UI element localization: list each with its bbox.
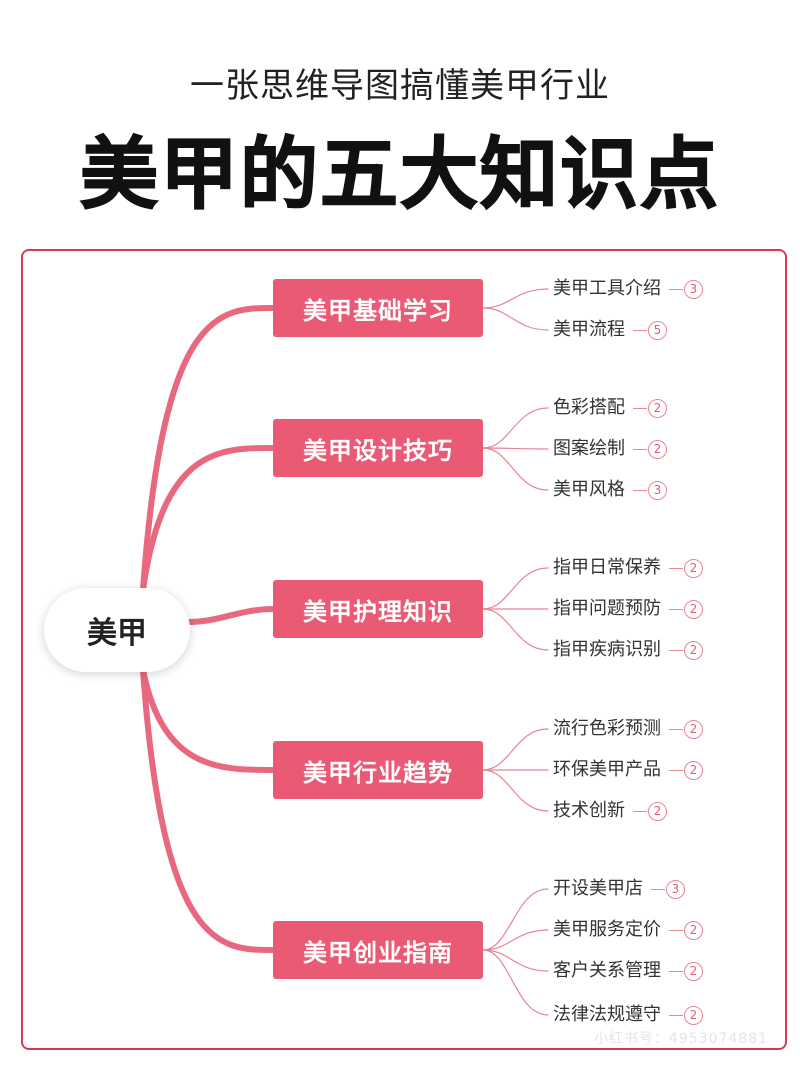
- leaf-dash: [633, 810, 647, 812]
- leaf-connector: [482, 929, 549, 951]
- branch-connector: [185, 606, 276, 625]
- leaf-connector: [482, 447, 549, 491]
- child-count-badge[interactable]: 2: [684, 719, 703, 739]
- leaf-node[interactable]: 图案绘制 2: [553, 434, 667, 464]
- leaf-connector: [482, 949, 549, 972]
- leaf-connector: [482, 728, 549, 771]
- leaf-label: 客户关系管理: [553, 960, 661, 981]
- branch-node-care[interactable]: 美甲护理知识: [273, 580, 483, 638]
- watermark-text: 小红书号：4953074881: [594, 1031, 769, 1047]
- leaf-connector: [482, 307, 549, 331]
- child-count-badge[interactable]: 2: [648, 398, 667, 418]
- leaf-label: 法律法规遵守: [553, 1004, 661, 1025]
- leaf-dash: [633, 407, 647, 409]
- child-count-badge[interactable]: 2: [684, 760, 703, 780]
- leaf-dash: [669, 649, 683, 651]
- leaf-node[interactable]: 技术创新 2: [553, 796, 667, 826]
- child-count-badge[interactable]: 2: [684, 1005, 703, 1025]
- page-title: 美甲的五大知识点: [79, 129, 720, 221]
- page-subtitle: 一张思维导图搞懂美甲行业: [190, 66, 610, 106]
- mindmap-frame: [21, 249, 787, 1050]
- leaf-node[interactable]: 客户关系管理 2: [553, 956, 703, 986]
- leaf-label: 环保美甲产品: [553, 759, 661, 780]
- leaf-label: 美甲流程: [553, 319, 625, 340]
- child-count-badge[interactable]: 2: [684, 961, 703, 981]
- mindmap-root-node[interactable]: 美甲: [44, 588, 190, 672]
- child-count-badge[interactable]: 2: [684, 558, 703, 578]
- leaf-node[interactable]: 美甲风格 3: [553, 475, 667, 505]
- leaf-label: 指甲问题预防: [553, 598, 661, 619]
- leaf-label: 美甲工具介绍: [553, 278, 661, 299]
- leaf-node[interactable]: 指甲日常保养 2: [553, 553, 703, 583]
- leaf-dash: [669, 970, 683, 972]
- leaf-node[interactable]: 开设美甲店 3: [553, 874, 685, 904]
- leaf-dash: [633, 329, 647, 331]
- child-count-badge[interactable]: 3: [648, 480, 667, 500]
- leaf-node[interactable]: 美甲服务定价 2: [553, 915, 703, 945]
- leaf-dash: [669, 728, 683, 730]
- child-count-badge[interactable]: 2: [684, 640, 703, 660]
- leaf-connector: [482, 608, 549, 651]
- leaf-dash: [669, 929, 683, 931]
- child-count-badge[interactable]: 2: [684, 599, 703, 619]
- leaf-connector: [482, 769, 549, 812]
- leaf-label: 美甲服务定价: [553, 919, 661, 940]
- leaf-node[interactable]: 美甲工具介绍 3: [553, 274, 703, 304]
- branch-node-trends[interactable]: 美甲行业趋势: [273, 741, 483, 799]
- child-count-badge[interactable]: 3: [666, 879, 685, 899]
- leaf-label: 图案绘制: [553, 438, 625, 459]
- leaf-dash: [651, 888, 665, 890]
- leaf-dash: [669, 608, 683, 610]
- child-count-badge[interactable]: 5: [648, 320, 667, 340]
- leaf-label: 指甲日常保养: [553, 557, 661, 578]
- leaf-node[interactable]: 法律法规遵守 2: [553, 1000, 703, 1030]
- leaf-connector: [482, 407, 549, 449]
- branch-node-business[interactable]: 美甲创业指南: [273, 921, 483, 979]
- child-count-badge[interactable]: 2: [684, 920, 703, 940]
- leaf-label: 美甲风格: [553, 479, 625, 500]
- leaf-label: 技术创新: [553, 800, 625, 821]
- leaf-dash: [669, 288, 683, 290]
- leaf-node[interactable]: 指甲问题预防 2: [553, 594, 703, 624]
- leaf-label: 流行色彩预测: [553, 718, 661, 739]
- child-count-badge[interactable]: 3: [684, 279, 703, 299]
- branch-node-design[interactable]: 美甲设计技巧: [273, 419, 483, 477]
- leaf-dash: [669, 769, 683, 771]
- leaf-dash: [633, 448, 647, 450]
- leaf-node[interactable]: 环保美甲产品 2: [553, 755, 703, 785]
- leaf-connector: [482, 949, 549, 1016]
- leaf-label: 开设美甲店: [553, 878, 643, 899]
- leaf-connector: [482, 888, 549, 951]
- branch-connector: [140, 305, 276, 593]
- leaf-node[interactable]: 色彩搭配 2: [553, 393, 667, 423]
- leaf-node[interactable]: 流行色彩预测 2: [553, 714, 703, 744]
- child-count-badge[interactable]: 2: [648, 439, 667, 459]
- branch-connector: [140, 445, 276, 593]
- leaf-node[interactable]: 美甲流程 5: [553, 315, 667, 345]
- leaf-dash: [633, 489, 647, 491]
- branch-connector: [140, 667, 276, 773]
- leaf-connector: [482, 567, 549, 610]
- leaf-dash: [669, 1014, 683, 1016]
- child-count-badge[interactable]: 2: [648, 801, 667, 821]
- leaf-node[interactable]: 指甲疾病识别 2: [553, 635, 703, 665]
- leaf-dash: [669, 567, 683, 569]
- leaf-label: 色彩搭配: [553, 397, 625, 418]
- branch-node-basics[interactable]: 美甲基础学习: [273, 279, 483, 337]
- leaf-connector: [482, 288, 549, 309]
- branch-connector: [140, 667, 276, 953]
- leaf-connector: [482, 447, 549, 450]
- leaf-label: 指甲疾病识别: [553, 639, 661, 660]
